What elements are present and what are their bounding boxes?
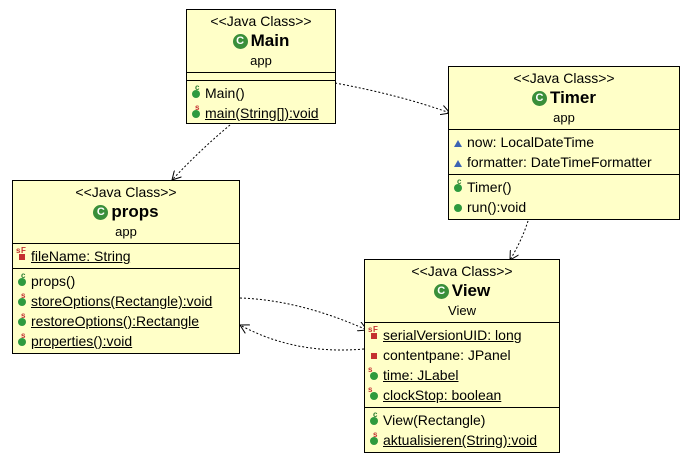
static-method-icon: s (16, 331, 29, 348)
edge-main-timer (334, 82, 450, 113)
class-name: props (111, 202, 159, 221)
attributes-section: now: LocalDateTime formatter: DateTimeFo… (449, 130, 679, 175)
class-c-icon: C (93, 204, 109, 220)
edge-props-view (239, 297, 367, 330)
constructor-icon: c (16, 271, 29, 288)
attributes-section (187, 73, 335, 81)
edge-timer-view (510, 220, 529, 260)
static-method-icon: s (368, 430, 381, 447)
static-method-icon: s (16, 291, 29, 308)
class-name: View (451, 281, 491, 300)
stereotype: <<Java Class>> (75, 184, 177, 200)
class-name: Main (250, 31, 290, 50)
class-name: Timer (550, 88, 596, 107)
class-c-icon: C (532, 90, 547, 106)
attribute-row[interactable]: contentpane: JPanel (365, 345, 559, 365)
stereotype: <<Java Class>> (513, 70, 615, 86)
package-field-icon (452, 156, 465, 169)
package-name: app (115, 224, 137, 239)
constructor-icon: c (368, 410, 381, 427)
static-field-icon: s (368, 385, 381, 402)
attribute-row[interactable]: formatter: DateTimeFormatter (449, 152, 679, 172)
package-name: app (250, 53, 272, 68)
static-field-icon: s (368, 365, 381, 382)
edge-view-props (240, 325, 365, 351)
public-method-icon (452, 201, 465, 214)
package-name: app (553, 110, 575, 125)
package-field-icon (452, 136, 465, 149)
private-field-icon (368, 349, 381, 362)
public-method-icon: c (190, 83, 203, 100)
stereotype: <<Java Class>> (411, 263, 513, 279)
package-name: View (448, 303, 476, 318)
stereotype: <<Java Class>> (210, 13, 312, 29)
attribute-row[interactable]: now: LocalDateTime (449, 132, 679, 152)
constructor-icon: c (452, 177, 465, 194)
edge-main-props (172, 124, 231, 180)
static-method-icon: s (190, 103, 203, 120)
static-method-icon: s (16, 311, 29, 328)
class-c-icon: C (433, 283, 449, 299)
operation-row[interactable]: run():void (449, 197, 679, 217)
class-c-icon: C (232, 33, 248, 49)
